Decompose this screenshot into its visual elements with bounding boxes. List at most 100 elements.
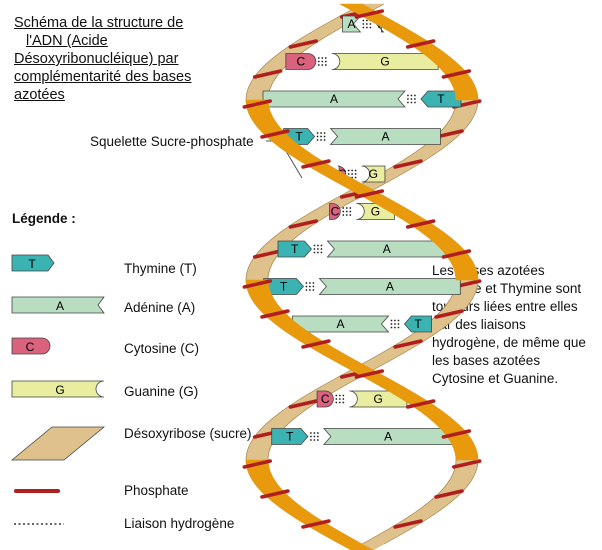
hydrogen-bond-dot <box>410 98 413 100</box>
phosphate <box>354 189 385 199</box>
legend-cytosine-letter: C <box>26 340 35 354</box>
base-right-letter: A <box>381 130 389 144</box>
strand-segment <box>317 351 353 359</box>
hydrogen-bond-dot <box>410 94 413 97</box>
hydrogen-bond-dot <box>407 101 409 104</box>
hydrogen-bond-dot <box>390 323 393 325</box>
phosphate <box>252 249 283 259</box>
strand-segment <box>246 267 271 275</box>
legend-label-phosphate: Phosphate <box>124 483 189 498</box>
strand-segment <box>382 27 417 35</box>
base-left <box>285 53 317 70</box>
hydrogen-bond-dot <box>365 19 368 22</box>
strand-segment <box>428 417 459 425</box>
hydrogen-bond-dot <box>390 326 393 329</box>
hydrogen-bond-dot <box>305 289 308 291</box>
hydrogen-bond-dot <box>347 169 350 172</box>
strand-segment <box>450 81 477 89</box>
hydrogen-bond-dot <box>342 394 345 397</box>
hydrogen-bond-dot <box>414 98 416 100</box>
backbone-label: Squelette Sucre-phosphate <box>90 134 254 149</box>
strand-segment <box>411 225 445 233</box>
strand-segment <box>259 63 289 71</box>
strand-segment <box>455 453 479 461</box>
hydrogen-bond-dot <box>335 401 338 404</box>
back-strand <box>245 3 482 550</box>
strand-outline <box>267 3 479 545</box>
strand-segment <box>247 111 274 119</box>
phosphate <box>393 159 423 169</box>
strand-segment <box>250 117 278 125</box>
note-line-5: hydrogène, de même que <box>432 335 586 350</box>
base-right-letter: A <box>384 430 392 444</box>
strand-segment <box>272 501 304 509</box>
strand-segment <box>450 261 477 269</box>
hydrogen-bond-dot <box>321 64 324 66</box>
hydrogen-bond-dot <box>317 435 319 438</box>
strand-segment <box>245 453 269 461</box>
base-right <box>318 278 461 295</box>
strand-segment <box>446 297 474 305</box>
note-line-6: les bases azotées <box>432 353 541 368</box>
phosphate <box>354 369 385 379</box>
strand-segment <box>455 273 479 281</box>
legend-cytosine-symbol: C <box>11 337 51 355</box>
strand-segment <box>265 417 296 425</box>
hydrogen-bond-dot <box>316 132 319 134</box>
strand-segment <box>450 111 477 119</box>
hydrogen-bond-dot <box>312 282 315 284</box>
base-right <box>361 165 386 183</box>
hydrogen-bond-dot <box>369 23 372 25</box>
phosphate <box>242 459 273 469</box>
title-line-4: complémentarité des bases <box>14 69 192 85</box>
hydrogen-bond-dot <box>320 135 322 138</box>
hydrogen-bond-dot <box>320 139 322 141</box>
hydrogen-bond-dot <box>317 244 319 247</box>
hydrogen-bond-dot <box>317 432 319 434</box>
strand-segment <box>254 483 283 491</box>
phosphate <box>451 459 482 469</box>
hydrogen-bond-dot <box>345 210 348 213</box>
phosphate <box>434 309 464 319</box>
legend-label-cytosine: Cytosine (C) <box>124 341 200 356</box>
legend-guanine-symbol: G <box>11 380 105 398</box>
hydrogen-bond-dot <box>397 323 400 325</box>
base-left-letter: C <box>331 205 340 219</box>
hydrogen-bond-dot <box>342 214 345 216</box>
strand-segment <box>446 477 474 485</box>
strand-segment <box>453 267 478 275</box>
hydrogen-bond-dot <box>394 323 396 325</box>
base-right-letter: G <box>369 167 378 181</box>
phosphate <box>405 39 436 49</box>
strand-segment <box>453 87 478 95</box>
hydrogen-bond-dot <box>362 23 365 25</box>
phosphate <box>288 399 319 409</box>
strand-segment <box>247 81 274 89</box>
base-left <box>329 203 341 220</box>
strand-outline <box>245 3 457 545</box>
hydrogen-bond-dot <box>397 326 400 329</box>
strand-segment <box>246 447 271 455</box>
phosphate <box>301 519 331 529</box>
legend-label-thymine: Thymine (T) <box>124 261 197 276</box>
hydrogen-bond-dot <box>316 139 319 141</box>
base-left <box>316 390 334 408</box>
base-left-letter: A <box>336 317 344 331</box>
hydrogen-bond-dot <box>349 214 352 216</box>
base-left-letter: T <box>280 280 288 294</box>
base-left-letter: A <box>330 92 338 106</box>
phosphate <box>405 219 436 229</box>
base-left-letter: C <box>321 392 330 406</box>
phosphate <box>252 69 283 79</box>
hydrogen-bond-dot <box>342 398 345 400</box>
strand-segment <box>247 471 274 479</box>
base-left-letter: T <box>295 130 303 144</box>
strand-segment <box>265 315 296 323</box>
legend-adenine-symbol: A <box>11 296 105 314</box>
hydrogen-bond-dot <box>365 23 368 25</box>
phosphate <box>441 429 472 439</box>
strand-segment <box>288 333 322 341</box>
strand-segment <box>446 117 474 125</box>
strand-segment <box>288 513 322 521</box>
hydrogen-bond-dot <box>320 248 323 250</box>
